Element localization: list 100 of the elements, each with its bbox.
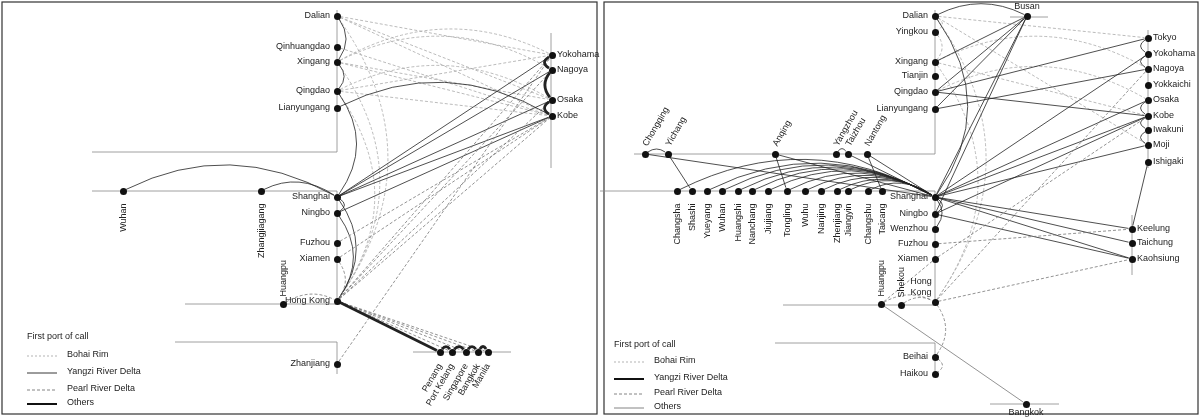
route-line bbox=[338, 18, 347, 60]
route-line bbox=[867, 156, 882, 189]
route-line bbox=[936, 199, 943, 227]
route-line bbox=[125, 164, 335, 196]
route-line bbox=[338, 64, 345, 89]
legend-label: Bohai Rim bbox=[67, 349, 109, 360]
port-name: Haikou bbox=[900, 368, 928, 379]
route-line bbox=[938, 228, 1129, 245]
port-name: Yokohama bbox=[557, 49, 600, 60]
route-line bbox=[543, 71, 551, 99]
route-line bbox=[937, 3, 1025, 15]
port-name: Moji bbox=[1153, 139, 1170, 150]
route-line bbox=[1140, 117, 1146, 129]
route-line bbox=[285, 293, 335, 303]
route-line bbox=[1132, 165, 1148, 226]
route-line bbox=[936, 18, 969, 195]
route-line bbox=[883, 305, 1024, 403]
port-name: Nanchang bbox=[746, 203, 758, 245]
port-name: Huangshi bbox=[732, 203, 744, 242]
port-name: Osaka bbox=[1153, 94, 1179, 105]
port-name: Tianjin bbox=[901, 70, 928, 81]
legend-label: Others bbox=[654, 401, 681, 412]
route-line bbox=[467, 345, 477, 351]
route-line bbox=[339, 117, 550, 212]
route-line bbox=[1140, 131, 1146, 144]
route-line bbox=[937, 101, 1146, 196]
port-name: Fuzhou bbox=[299, 237, 330, 248]
port-name: Qingdao bbox=[295, 85, 330, 96]
route-line bbox=[340, 62, 549, 116]
port-name: Kobe bbox=[557, 110, 579, 121]
route-line bbox=[938, 62, 1145, 116]
route-line bbox=[937, 17, 1025, 61]
route-line bbox=[937, 117, 1146, 258]
route-line bbox=[839, 178, 933, 196]
route-line bbox=[938, 38, 1145, 92]
port-name: Zhanjiang bbox=[290, 358, 330, 369]
port-name: Taichung bbox=[1137, 237, 1174, 248]
port-name: Hong Kong bbox=[910, 276, 932, 298]
route-line bbox=[775, 156, 787, 189]
port-name: Xiamen bbox=[897, 253, 928, 264]
route-line bbox=[883, 260, 933, 303]
route-line bbox=[263, 181, 335, 196]
port-name: Xingang bbox=[894, 56, 928, 67]
port-name: Fuzhou bbox=[897, 238, 928, 249]
port-name: Beihai bbox=[902, 351, 928, 362]
legend-heading: First port of call bbox=[27, 331, 89, 342]
route-line bbox=[543, 100, 550, 116]
port-name: Jiujiang bbox=[762, 203, 774, 235]
port-name: Shanghai bbox=[889, 191, 928, 202]
port-name: Keelung bbox=[1137, 223, 1171, 234]
route-line bbox=[478, 345, 488, 350]
route-line bbox=[441, 345, 451, 351]
route-line bbox=[937, 198, 943, 213]
route-line bbox=[936, 64, 979, 300]
route-line bbox=[338, 57, 551, 362]
route-line bbox=[339, 116, 550, 197]
route-line bbox=[937, 18, 1025, 107]
port-name: Busan bbox=[1014, 1, 1040, 12]
route-line bbox=[936, 34, 943, 60]
route-line bbox=[938, 69, 1145, 109]
port-name: Shanghai bbox=[291, 191, 330, 202]
route-line bbox=[870, 182, 933, 196]
port-name: Ningbo bbox=[301, 207, 330, 218]
port-name: Xingang bbox=[296, 56, 330, 67]
route-line bbox=[850, 180, 933, 196]
route-line bbox=[937, 66, 1146, 99]
route-line bbox=[1140, 55, 1146, 68]
port-name: Nagoya bbox=[557, 64, 589, 75]
port-name: Yokohama bbox=[1153, 48, 1196, 59]
port-name: Kobe bbox=[1153, 110, 1175, 121]
port-name: Dalian bbox=[304, 10, 330, 21]
port-name: Nanjing bbox=[815, 203, 827, 235]
route-line bbox=[1140, 39, 1146, 53]
port-name: Qinhuangdao bbox=[275, 41, 330, 52]
port-name: Taicang bbox=[876, 203, 888, 235]
route-line bbox=[937, 17, 943, 31]
route-line bbox=[937, 358, 943, 373]
port-name: Yingkou bbox=[895, 26, 928, 37]
port-name: Tokyo bbox=[1153, 32, 1177, 43]
legend-label: Others bbox=[67, 397, 94, 408]
port-name: Zhangjiagang bbox=[255, 203, 267, 259]
route-line bbox=[338, 261, 346, 299]
port-name: Zhenjiang bbox=[831, 203, 843, 244]
route-line bbox=[339, 16, 550, 100]
port-name: Dalian bbox=[902, 10, 928, 21]
port-name: Huangpu bbox=[277, 259, 288, 297]
port-name: Bangkok bbox=[1008, 407, 1044, 417]
port-name: Wuhu bbox=[799, 203, 811, 227]
port-name: Lianyungang bbox=[278, 102, 330, 113]
legend-label: Pearl River Delta bbox=[67, 383, 136, 394]
port-name: Shashi bbox=[686, 203, 698, 232]
route-line bbox=[669, 156, 691, 189]
port-name: Qingdao bbox=[893, 86, 928, 97]
route-line bbox=[340, 55, 549, 91]
port-name: Huangpu bbox=[875, 259, 887, 297]
route-line bbox=[936, 304, 947, 355]
route-line bbox=[543, 55, 550, 70]
route-line bbox=[903, 297, 933, 304]
port-name: Ningbo bbox=[899, 208, 928, 219]
legend-label: Bohai Rim bbox=[654, 355, 696, 366]
